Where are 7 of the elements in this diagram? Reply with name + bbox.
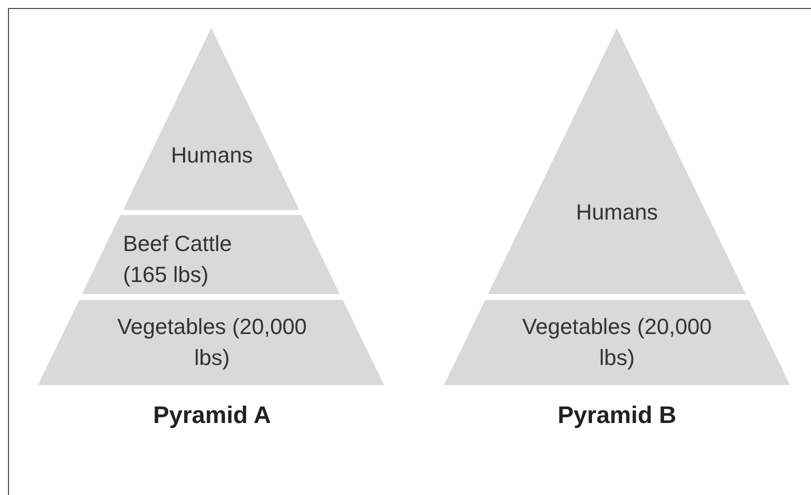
pyramid-caption: Pyramid B: [558, 402, 676, 430]
tier-label: Vegetables (20,000 lbs): [116, 313, 308, 372]
pyramid-caption: Pyramid A: [153, 402, 271, 430]
tier-label: Humans: [575, 198, 659, 226]
tier-label: Beef Cattle (165 lbs): [122, 230, 233, 289]
tier-label: Vegetables (20,000 lbs): [521, 313, 713, 372]
tier-label: Humans: [170, 142, 254, 170]
